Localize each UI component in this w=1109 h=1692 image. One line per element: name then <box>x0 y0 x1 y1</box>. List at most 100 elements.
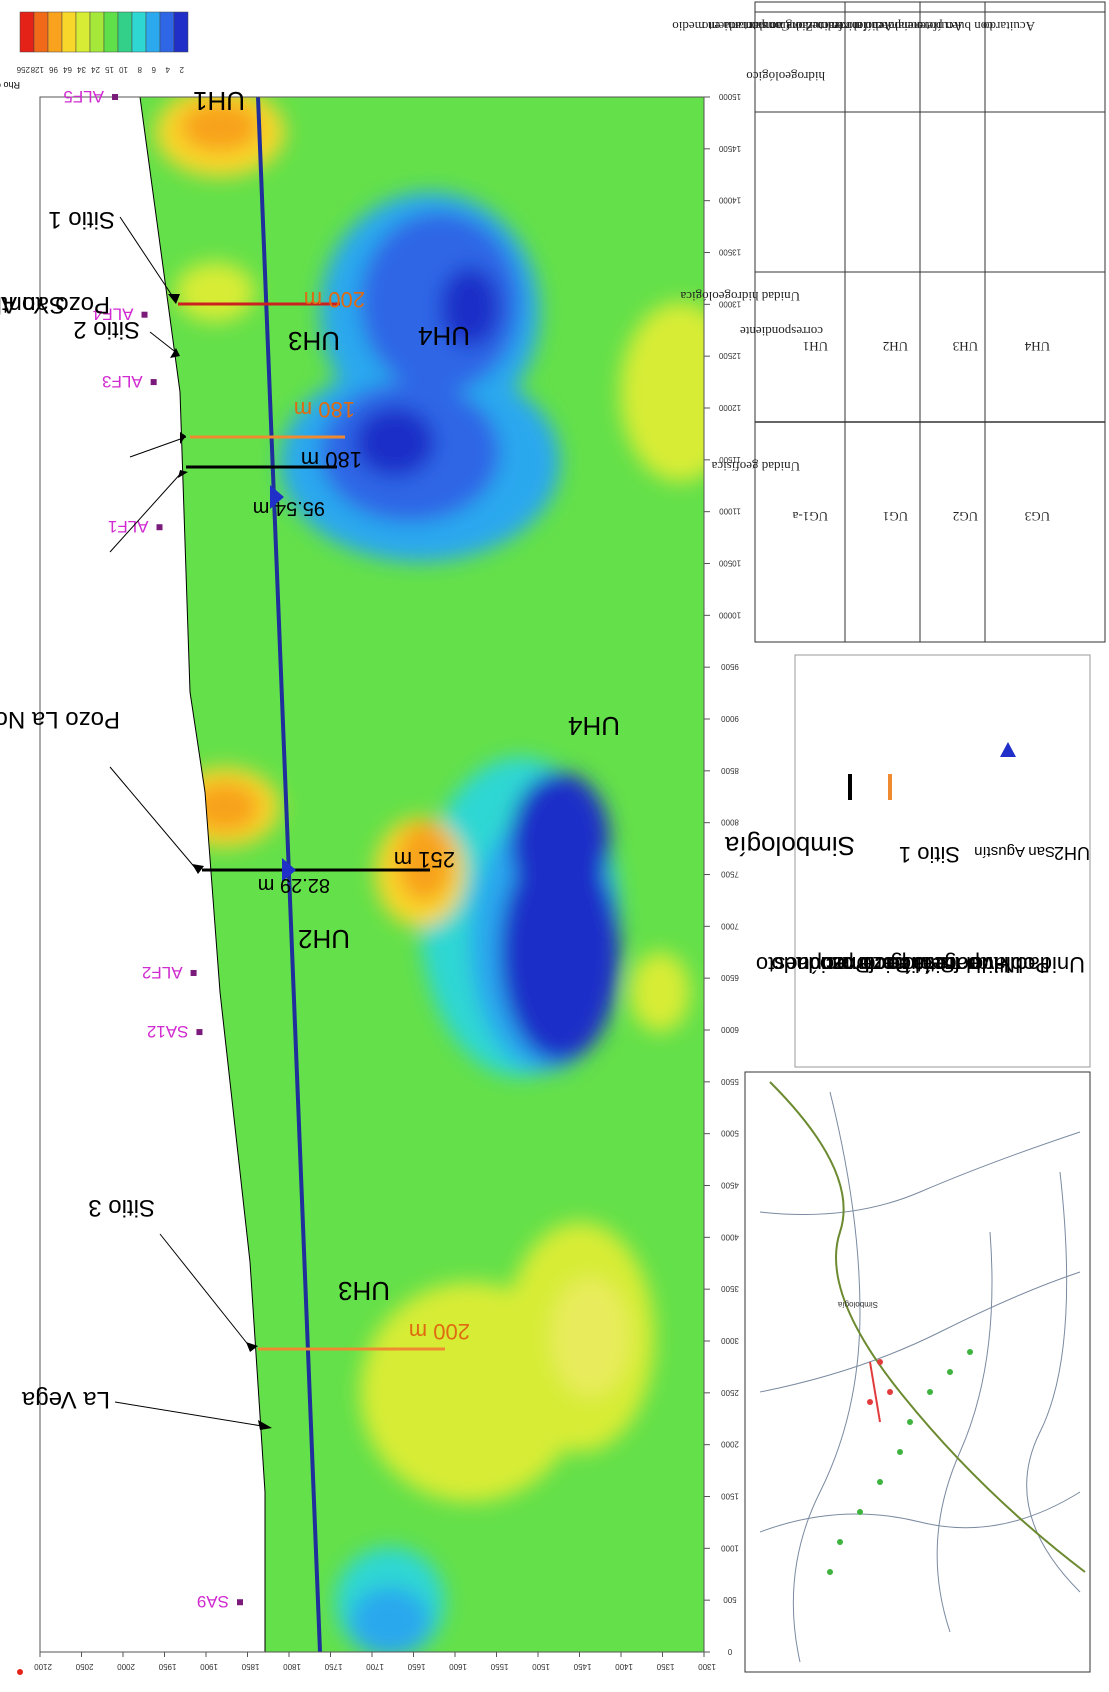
station-label: ALF1 <box>108 517 149 536</box>
well-depth-label: 200 m <box>409 1319 470 1344</box>
arrow-icon <box>168 294 180 304</box>
colorbar-tick-label: 64 <box>63 65 72 74</box>
colorbar-tick-label: 8 <box>137 65 142 74</box>
arrow-icon <box>192 864 204 874</box>
legend-symbol-triangle-icon <box>1000 742 1016 757</box>
place-labels: La Vega Sitio 3 Pozo La Nopalera Pozo Yo… <box>0 206 272 1430</box>
water-level-label: 82.29 m <box>258 874 330 896</box>
distance-tick-label: 5000 <box>721 1129 739 1138</box>
colorbar-tick-label: 128 <box>30 65 44 74</box>
table-cell-uh: UH2 <box>883 339 908 354</box>
table-cell-ug: UG3 <box>1025 509 1050 524</box>
table-cell-comportamiento: Acuífero en medio mixto <box>832 19 963 34</box>
distance-tick-label: 2000 <box>721 1440 739 1449</box>
colorbar-tick-label: 10 <box>119 65 128 74</box>
origin-marker-icon <box>17 1669 23 1675</box>
distance-tick-label: 9000 <box>721 714 739 723</box>
station-label: ALF2 <box>142 963 183 982</box>
table-header-hidrogeologico: hidrogeológico <box>746 69 825 84</box>
colorbar-swatch <box>131 11 147 53</box>
well-depth-label: 200 m <box>304 287 365 312</box>
legend-item-poblado: Poblado <box>969 952 1050 977</box>
distance-tick-label: 3500 <box>721 1284 739 1293</box>
distance-tick-label: 10000 <box>718 610 741 619</box>
distance-tick-label: 10500 <box>718 559 741 568</box>
place-label-sitio3: Sitio 3 <box>88 1194 155 1221</box>
arrow-icon <box>180 432 186 444</box>
legend-item-para-perforacion: para la perforación <box>797 952 980 977</box>
station-marker-icon <box>237 1599 243 1606</box>
elevation-tick-label: 1400 <box>615 1662 633 1671</box>
distance-tick-label: 4500 <box>721 1181 739 1190</box>
table-cell-comportamiento-2: con potencial medio <box>818 19 923 34</box>
colorbar-swatch <box>75 11 91 53</box>
inset-location-map: Simbología <box>744 1071 1091 1673</box>
arrow-icon <box>170 348 180 358</box>
unit-label-uh3: UH3 <box>288 326 340 356</box>
colorbar-tick-label: 34 <box>77 65 86 74</box>
elevation-tick-label: 2000 <box>117 1662 135 1671</box>
colorbar-tick-label: 96 <box>49 65 58 74</box>
distance-tick-label: 1500 <box>721 1492 739 1501</box>
elevation-tick-label: 1300 <box>698 1662 716 1671</box>
legend-box: Simbología Pozo Pozo propuesto Sitio rec… <box>724 654 1091 1068</box>
inset-map-legend-title: Simbología <box>837 1300 878 1309</box>
arrow-icon <box>178 470 188 478</box>
elevation-tick-label: 1350 <box>656 1662 674 1671</box>
color-scale-bar: Rho Cont'd2561289664342415108642 <box>0 11 189 90</box>
hydro-unit-labels: UH1 UH2 UH3 UH3 UH4 UH4 <box>193 86 620 1306</box>
station-marker-icon <box>190 969 197 976</box>
station-marker-icon <box>141 311 148 318</box>
distance-tick-label: 6500 <box>721 973 739 982</box>
table-header-comportamiento: Comportamiento <box>702 19 790 34</box>
distance-tick-label: 4000 <box>721 1232 739 1241</box>
distance-tick-label: 11000 <box>719 507 741 516</box>
water-table-triangle-icon <box>270 485 284 509</box>
resistivity-contour-map <box>40 97 704 1652</box>
arrow-icon <box>246 1342 258 1352</box>
legend-title: Simbología <box>724 831 855 861</box>
distance-tick-label: 500 <box>723 1595 737 1604</box>
colorbar-swatch <box>61 11 77 53</box>
place-label-san-agustin: San Agustín <box>0 291 65 318</box>
colorbar-tick-label: 256 <box>16 65 30 74</box>
distance-tick-label: 7500 <box>721 870 739 879</box>
colorbar-tick-label: 4 <box>165 65 170 74</box>
table-cell-comportamiento: Acuitardo <box>983 19 1035 34</box>
colorbar-swatch <box>89 11 105 53</box>
well-depth-label: 180 m <box>301 447 362 472</box>
water-level-label: 95.54 m <box>253 497 325 519</box>
well-depth-label: 180 m <box>294 397 355 422</box>
elevation-tick-label: 2050 <box>75 1662 93 1671</box>
elevation-tick-label: 1800 <box>283 1662 301 1671</box>
elevation-tick-label: 1650 <box>407 1662 425 1671</box>
legend-item-pozo-propuesto: Pozo propuesto <box>756 952 910 977</box>
elevation-tick-label: 1750 <box>324 1662 342 1671</box>
station-marker-icon <box>156 524 163 531</box>
legend-symbol-unidad: UH2 <box>1054 843 1090 863</box>
legend-item-sitio-recomendado: Sitio recomendado <box>772 952 955 977</box>
colorbar-swatch <box>103 11 119 53</box>
legend-symbol-poblado: San Agustín <box>974 843 1055 860</box>
station-marker-icon <box>196 1029 203 1036</box>
distance-tick-label: 8000 <box>721 818 739 827</box>
colorbar-swatch <box>173 11 189 53</box>
distance-tick-label: 9500 <box>721 662 739 671</box>
distance-tick-label: 3000 <box>721 1336 739 1345</box>
station-label: ALF5 <box>63 87 104 106</box>
distance-tick-label: 12500 <box>718 351 741 360</box>
elevation-tick-label: 1600 <box>449 1662 467 1671</box>
elevation-tick-label: 1450 <box>573 1662 591 1671</box>
distance-tick-label: 13500 <box>718 248 741 257</box>
colorbar-tick-label: 6 <box>151 65 156 74</box>
colorbar-swatch <box>159 11 175 53</box>
legend-item-nivel-freatico: Nivel freático <box>888 952 1015 977</box>
colorbar-tick-label: 15 <box>105 65 114 74</box>
distance-tick-label: 14000 <box>718 196 741 205</box>
station-label: SA9 <box>197 1592 229 1611</box>
distance-tick-label: 1000 <box>721 1543 739 1552</box>
station-label: ALF4 <box>93 305 134 324</box>
